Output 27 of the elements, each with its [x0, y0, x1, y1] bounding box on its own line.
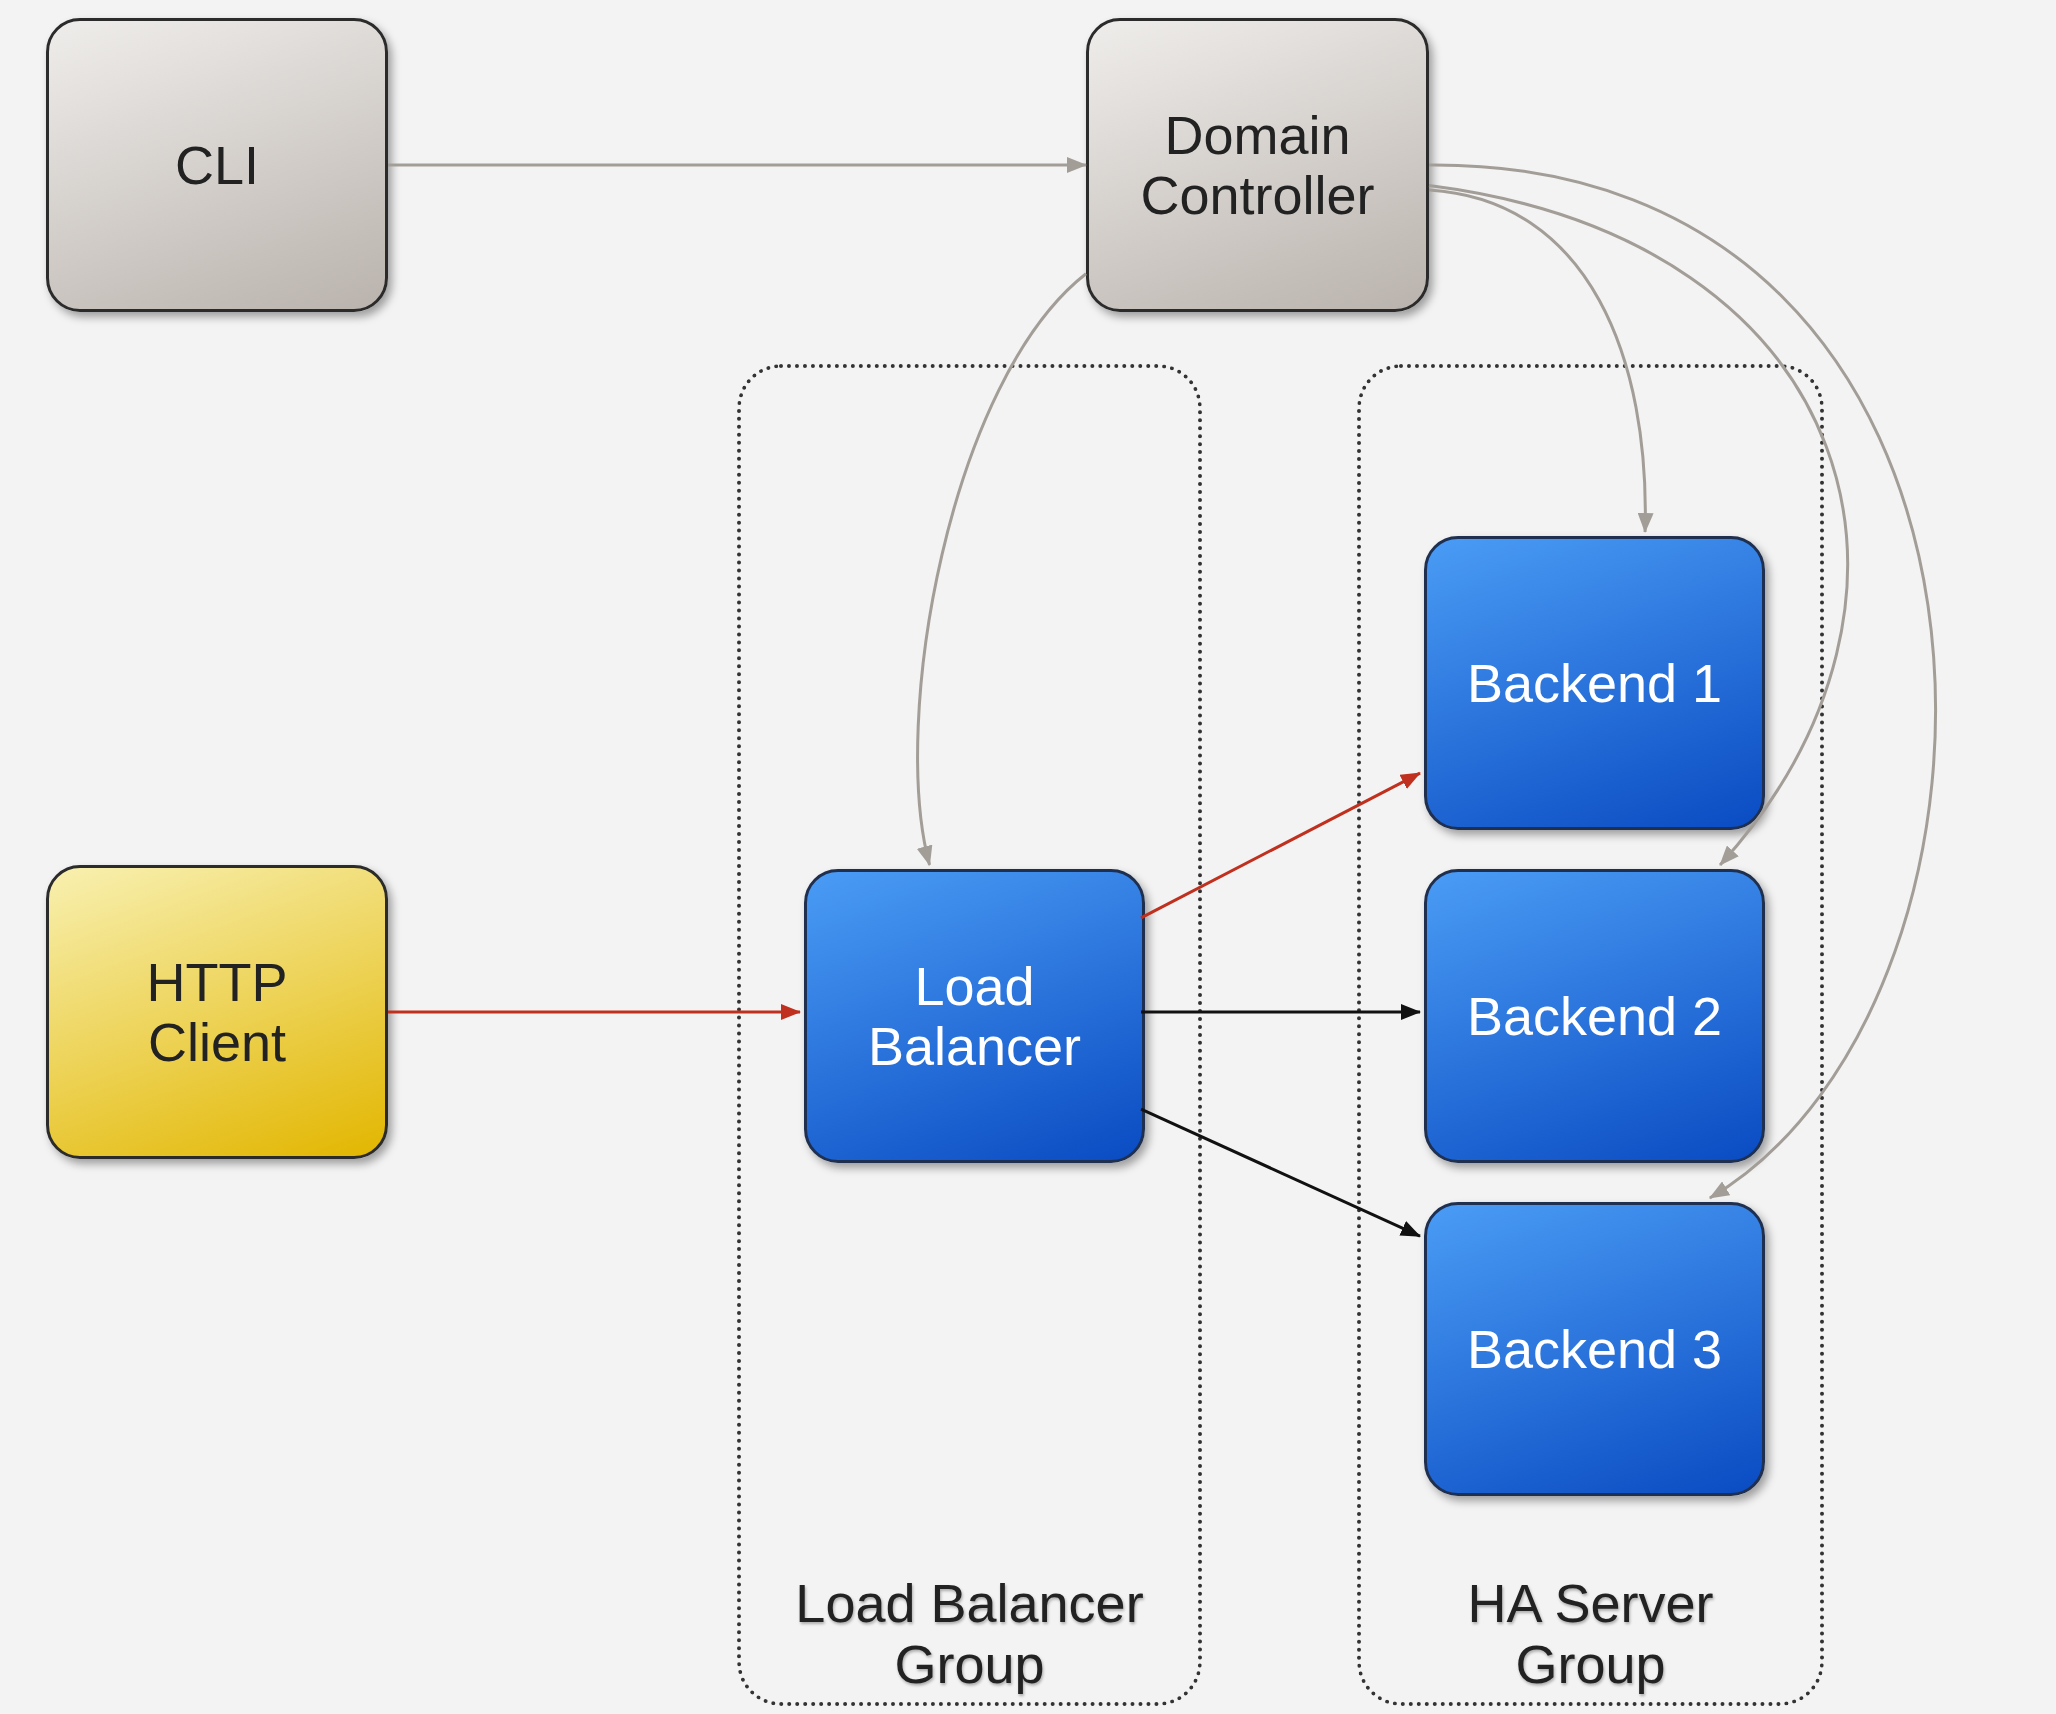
arrow	[1428, 184, 1849, 866]
process-box	[1086, 18, 1429, 312]
arrow	[1428, 188, 1653, 533]
node-label: Backend 3	[1466, 1318, 1723, 1380]
arrow	[1141, 1004, 1421, 1020]
group-container	[737, 364, 1202, 1706]
arrow	[1428, 163, 1937, 1200]
node-label: Backend 1	[1466, 652, 1723, 714]
node-label: Load Balancer	[866, 955, 1083, 1077]
process-box	[1424, 536, 1765, 830]
node-label: HTTP Client	[145, 951, 289, 1073]
process-box	[46, 865, 388, 1159]
node-label: Backend 2	[1466, 985, 1723, 1047]
arrow	[388, 157, 1087, 173]
arrow	[916, 272, 1088, 866]
process-box	[804, 869, 1145, 1163]
process-box	[1424, 869, 1765, 1163]
group-container	[1357, 364, 1824, 1706]
group-label: HA Server Group	[1466, 1573, 1715, 1694]
node-label: Domain Controller	[1139, 104, 1376, 226]
process-box	[1424, 1202, 1765, 1496]
arrow	[1140, 771, 1421, 920]
arrow	[1140, 1107, 1421, 1238]
arrow	[388, 1004, 801, 1020]
group-label: Load Balancer Group	[794, 1573, 1145, 1694]
process-box	[46, 18, 388, 312]
node-label: CLI	[174, 134, 259, 196]
